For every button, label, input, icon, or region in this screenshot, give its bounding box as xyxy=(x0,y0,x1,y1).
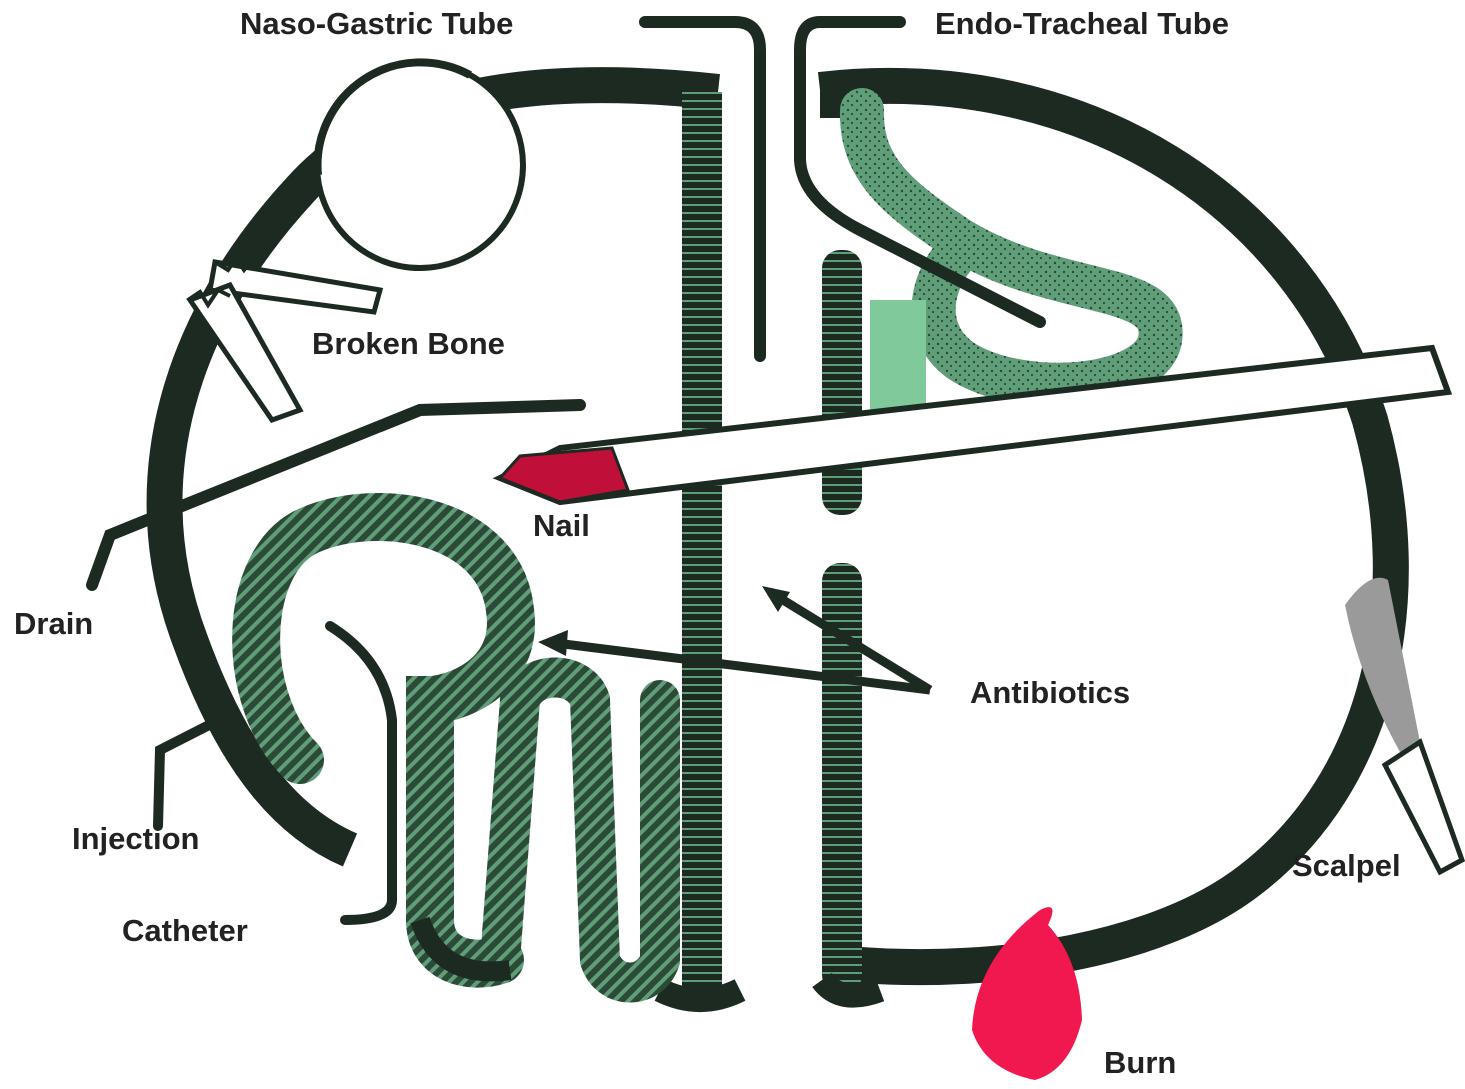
label-injection: Injection xyxy=(72,823,199,854)
injection-needle xyxy=(158,722,215,826)
gut-left-wall xyxy=(682,92,722,992)
burn-icon xyxy=(972,907,1082,1080)
label-burn: Burn xyxy=(1104,1047,1176,1078)
label-nail: Nail xyxy=(533,510,590,541)
airway-light-tissue xyxy=(870,300,926,410)
label-antibiotics: Antibiotics xyxy=(970,677,1130,708)
kidney-folds xyxy=(500,678,660,983)
label-catheter: Catheter xyxy=(122,915,248,946)
label-naso-gastric-tube: Naso-Gastric Tube xyxy=(240,8,513,39)
label-drain: Drain xyxy=(14,608,93,639)
catheter-tube xyxy=(330,626,392,920)
gut-right-wall-upper xyxy=(822,250,862,515)
gut-bottom-left-cap xyxy=(660,990,740,1000)
label-scalpel: Scalpel xyxy=(1292,850,1401,881)
kidney-bulb xyxy=(256,517,511,964)
label-endo-tracheal-tube: Endo-Tracheal Tube xyxy=(935,8,1229,39)
label-broken-bone: Broken Bone xyxy=(312,328,505,359)
